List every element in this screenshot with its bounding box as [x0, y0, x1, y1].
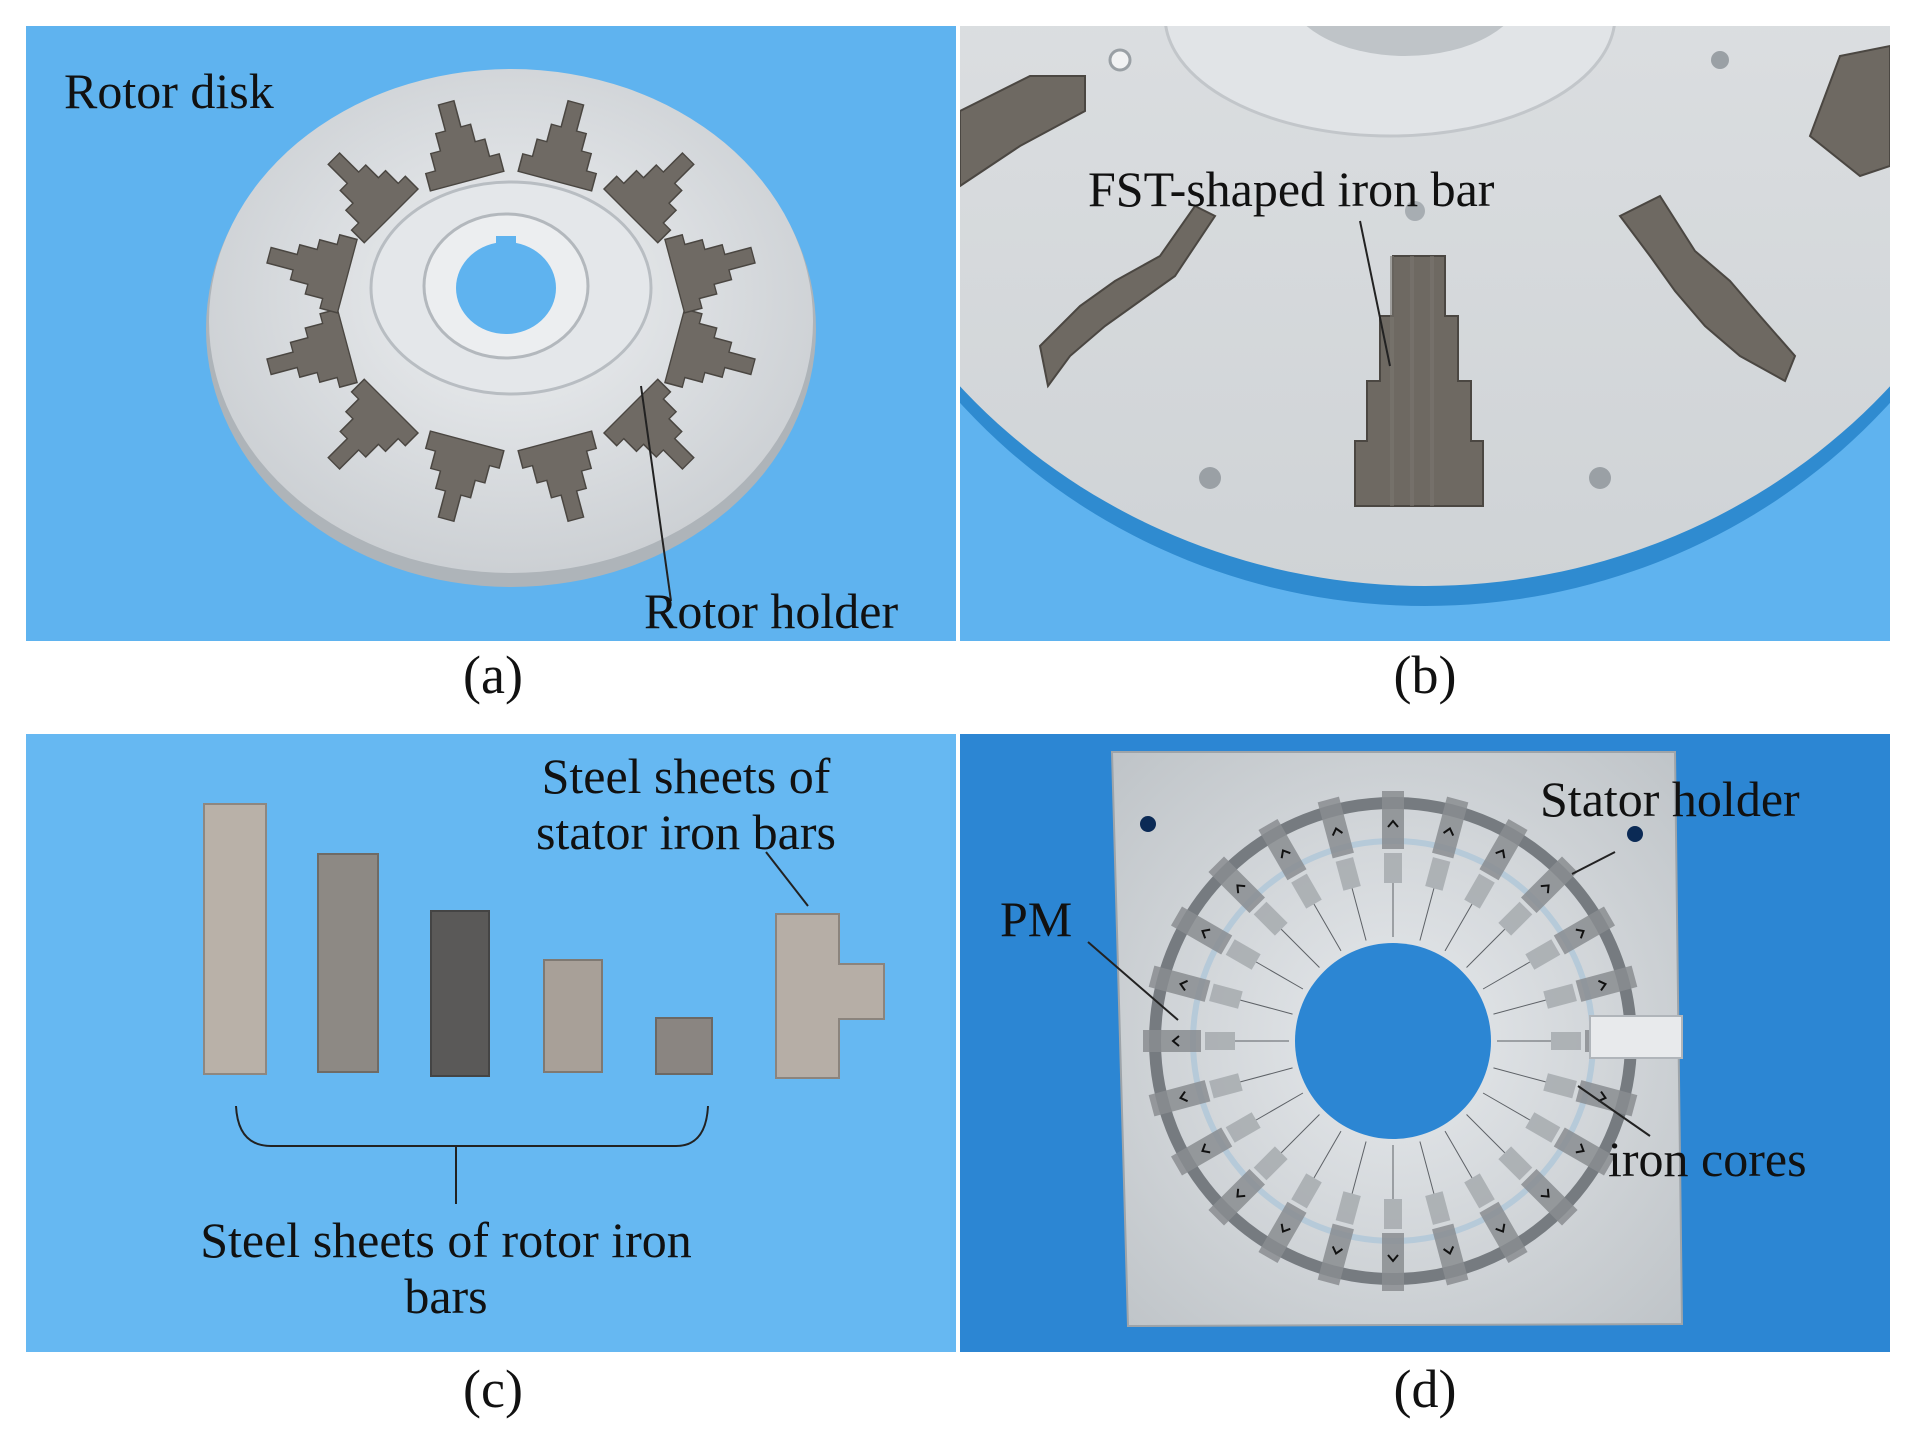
- caption-a: (a): [463, 645, 523, 705]
- stator-iron-core: [1482, 906, 1616, 990]
- label-stator-holder: Stator holder: [1540, 771, 1800, 827]
- rotor-iron-bar: [517, 99, 598, 192]
- stator-iron-core: [1382, 791, 1404, 937]
- rotor-iron-bar: [664, 308, 756, 389]
- rotor-iron-bar: [327, 378, 420, 471]
- label-rotor-sheets: Steel sheets of rotor iron bars: [200, 1212, 692, 1324]
- caption-b: (b): [1393, 645, 1457, 705]
- caption-d: (d): [1393, 1359, 1457, 1419]
- rotor-iron-bar: [424, 99, 505, 192]
- rotor-iron-bar: [266, 308, 358, 389]
- stator-iron-core: [1143, 1030, 1289, 1052]
- rotor-iron-bar: [327, 151, 420, 244]
- stator-iron-core: [1170, 906, 1304, 990]
- rotor-iron-bar: [266, 233, 358, 314]
- label-pm: PM: [1000, 891, 1073, 947]
- rotor-iron-bar: [602, 151, 695, 244]
- stator-iron-core: [1258, 818, 1342, 952]
- caption-c: (c): [463, 1359, 523, 1419]
- stator-iron-core: [1208, 856, 1320, 968]
- stator-iron-core: [1466, 856, 1578, 968]
- panel-a-photo: Rotor disk Rotor holder: [26, 26, 956, 641]
- stator-iron-core: [1419, 796, 1469, 941]
- label-iron-cores: iron cores: [1608, 1131, 1807, 1187]
- rotor-iron-bar: [602, 378, 695, 471]
- stator-iron-core: [1317, 796, 1367, 941]
- stator-iron-core: [1208, 1114, 1320, 1226]
- stator-iron-core: [1419, 1141, 1469, 1286]
- stator-iron-core: [1148, 965, 1293, 1015]
- label-fst-iron-bar: FST-shaped iron bar: [1088, 161, 1495, 217]
- panel-c-photo: Steel sheets of stator iron bars Steel s…: [26, 734, 956, 1352]
- rotor-iron-bar: [664, 233, 756, 314]
- stator-iron-core: [1258, 1130, 1342, 1264]
- stator-iron-core: [1382, 1145, 1404, 1291]
- rotor-disk-illustration: [206, 69, 816, 602]
- label-stator-sheets: Steel sheets of stator iron bars: [536, 748, 836, 860]
- stator-holder-illustration: [1087, 751, 1684, 1328]
- rotor-iron-bar: [424, 430, 505, 523]
- stator-iron-core: [1317, 1141, 1367, 1286]
- rotor-iron-bar: [517, 430, 598, 523]
- label-rotor-holder: Rotor holder: [644, 583, 899, 639]
- fst-bar-illustration: [960, 26, 1890, 606]
- stator-iron-core: [1493, 965, 1638, 1015]
- stator-iron-core: [1493, 1067, 1638, 1117]
- label-rotor-disk: Rotor disk: [64, 63, 274, 119]
- stator-iron-core: [1444, 1130, 1528, 1264]
- stator-iron-core: [1466, 1114, 1578, 1226]
- stator-iron-core: [1148, 1067, 1293, 1117]
- steel-sheets-illustration: [203, 803, 885, 1204]
- panel-d-photo: Stator holder PM iron cores: [960, 734, 1890, 1352]
- stator-iron-core: [1170, 1092, 1304, 1176]
- panel-b-photo: FST-shaped iron bar: [960, 26, 1890, 641]
- stator-iron-core: [1482, 1092, 1616, 1176]
- stator-iron-core: [1444, 818, 1528, 952]
